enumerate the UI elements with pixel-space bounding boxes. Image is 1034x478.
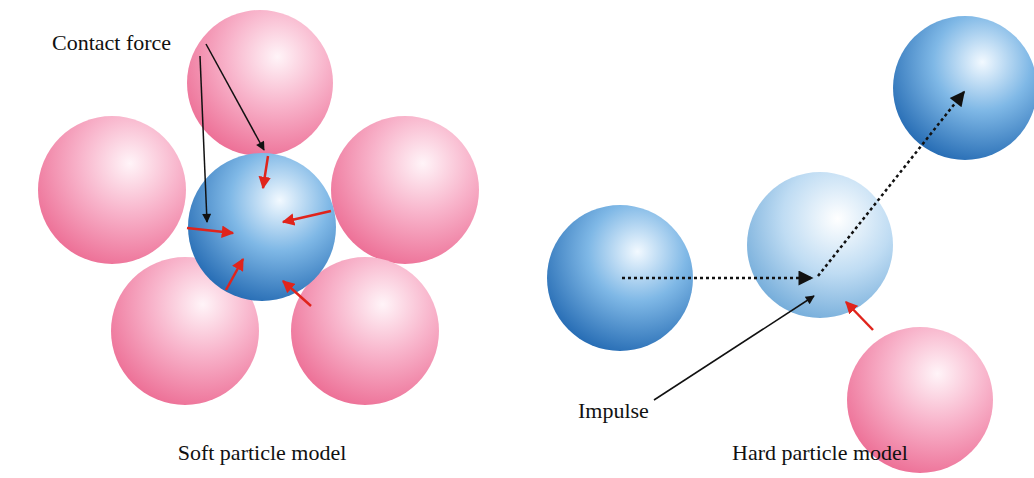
contact-force-arrow — [283, 211, 331, 222]
particle-at-collision — [747, 172, 893, 318]
contact-force-arrow — [263, 156, 268, 188]
leader-line — [654, 296, 814, 400]
trajectory-line — [622, 277, 812, 280]
model-caption: Soft particle model — [178, 440, 347, 466]
callout-label: Contact force — [52, 30, 171, 56]
neighbor-particle — [331, 116, 479, 264]
leader-line — [206, 44, 264, 150]
trajectory-line — [818, 92, 964, 276]
contact-force-arrow — [187, 228, 233, 233]
model-caption: Hard particle model — [732, 440, 908, 466]
contact-force-arrow — [283, 281, 311, 306]
neighbor-particle — [38, 116, 186, 264]
impulse-arrow — [846, 302, 873, 330]
target-particle — [188, 153, 336, 301]
callout-label: Impulse — [578, 398, 649, 424]
contact-force-arrow — [226, 259, 243, 290]
leader-line — [200, 56, 207, 222]
neighbor-particle — [187, 10, 333, 156]
particle-after — [893, 16, 1034, 160]
